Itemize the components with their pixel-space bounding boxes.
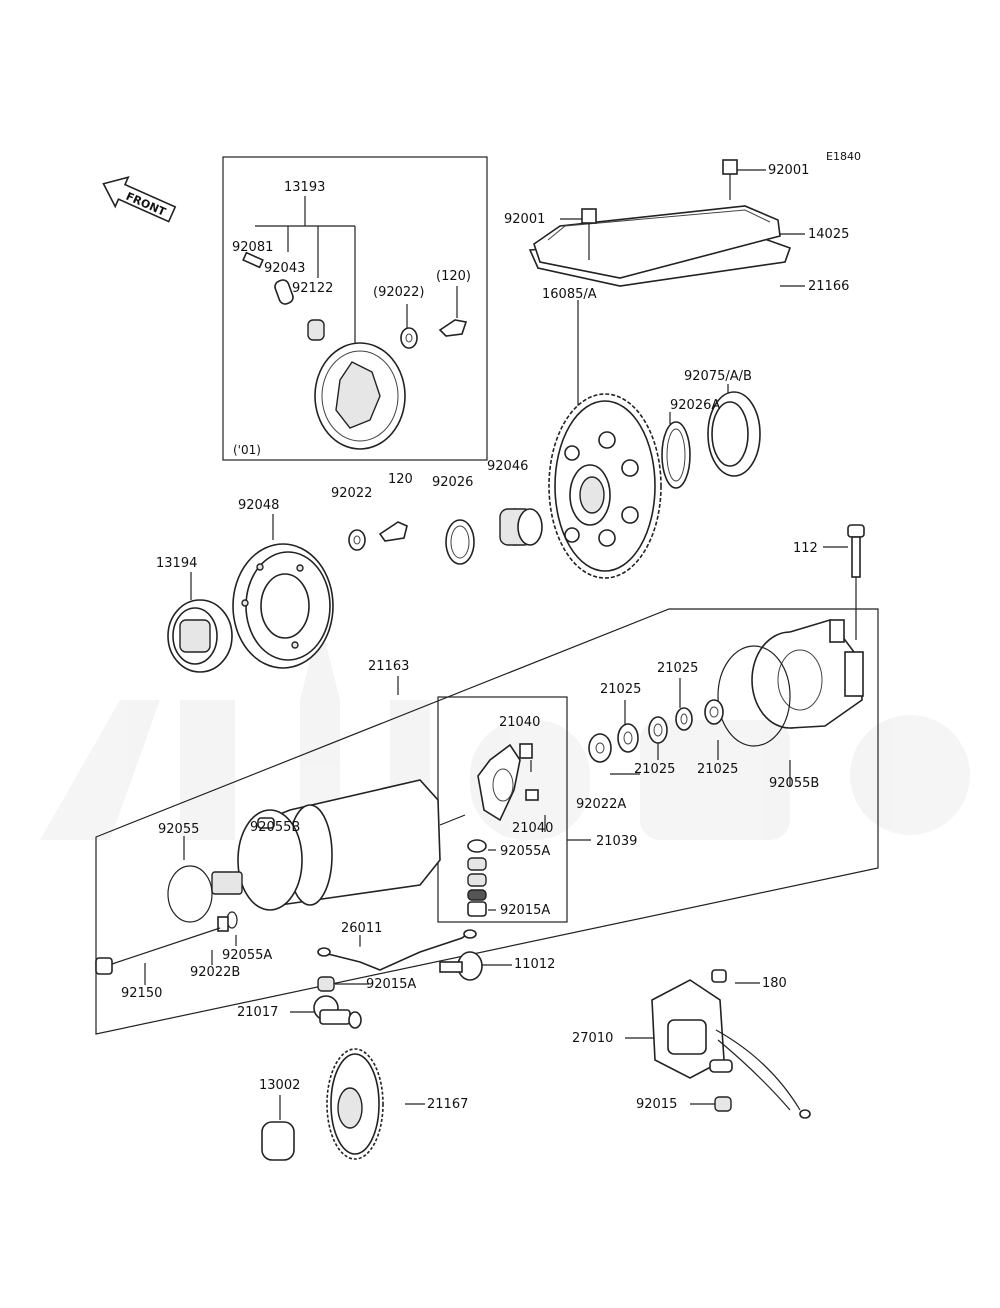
label-21167: 21167 (427, 1097, 468, 1112)
label-112: 112 (793, 541, 818, 556)
washer-92026 (445, 519, 475, 565)
washers-21025 (617, 699, 724, 753)
label-21040-b: 21040 (512, 821, 553, 836)
label-92055A-right: 92055A (500, 844, 550, 859)
label-92022-paren: (92022) (373, 285, 425, 300)
label-14025: 14025 (808, 227, 849, 242)
bolt-92001-top (722, 159, 738, 200)
label-92055A-left: 92055A (222, 948, 272, 963)
label-180: 180 (762, 976, 787, 991)
kit-1301-box (222, 156, 488, 461)
label-21039: 21039 (596, 834, 637, 849)
bolt-92001-left (581, 208, 597, 260)
bolt-120 (378, 521, 408, 542)
o-ring-92055B-right (717, 645, 791, 747)
label-13002: 13002 (259, 1078, 300, 1093)
label-120: 120 (388, 472, 413, 487)
year-label: ('01) (233, 443, 261, 457)
washer-92022B (217, 916, 229, 932)
terminal-stack (467, 839, 487, 917)
label-21025-a: 21025 (600, 682, 641, 697)
leader-lines (144, 169, 848, 1120)
terminal-21017 (313, 995, 362, 1029)
brush-holder-21039 (477, 743, 539, 822)
label-92022A: 92022A (576, 797, 626, 812)
kit-parts: ('01) (233, 251, 468, 457)
bolt-120-kit (438, 319, 468, 337)
washer-92022A (588, 733, 612, 763)
roller (307, 319, 325, 341)
spring (242, 251, 264, 269)
label-26011: 26011 (341, 921, 382, 936)
boxes (95, 156, 879, 1035)
washer-92022-kit (400, 327, 418, 349)
label-92043: 92043 (264, 261, 305, 276)
pin (274, 279, 294, 305)
label-92075: 92075/A/B (684, 369, 752, 384)
label-92022: 92022 (331, 486, 372, 501)
label-92001-top: 92001 (768, 163, 809, 178)
label-92055: 92055 (158, 822, 199, 837)
o-ring-92055 (167, 865, 213, 923)
label-27010: 27010 (572, 1031, 613, 1046)
starter-motor (211, 779, 466, 911)
label-92150: 92150 (121, 986, 162, 1001)
label-120-paren: (120) (436, 269, 471, 284)
end-cover (751, 619, 864, 729)
one-way-clutch-13194 (167, 599, 233, 673)
front-arrow: FRONT (102, 176, 177, 223)
label-92122: 92122 (292, 281, 333, 296)
seal-92075 (707, 391, 761, 477)
label-21025-d: 21025 (697, 762, 738, 777)
label-92015: 92015 (636, 1097, 677, 1112)
label-92026A: 92026A (670, 398, 720, 413)
cover-parts (528, 159, 792, 287)
label-92081: 92081 (232, 240, 273, 255)
label-11012: 11012 (514, 957, 555, 972)
label-13193: 13193 (284, 180, 325, 195)
bolt-112 (847, 524, 865, 640)
label-21163: 21163 (368, 659, 409, 674)
washer-92026A (661, 421, 691, 489)
label-92048: 92048 (238, 498, 279, 513)
nut-92015 (714, 1096, 732, 1112)
nut-92015A-low (317, 976, 335, 992)
label-92026: 92026 (432, 475, 473, 490)
label-13194: 13194 (156, 556, 197, 571)
gear-16085 (548, 393, 662, 579)
gear-21167 (326, 1048, 384, 1160)
label-16085: 16085/A (542, 287, 597, 302)
part-labels: 13193 92081 92043 92122 (92022) (120) 92… (121, 163, 849, 1112)
label-92001-left: 92001 (504, 212, 545, 227)
label-92015A-low: 92015A (366, 977, 416, 992)
label-92022B: 92022B (190, 965, 240, 980)
label-92015A-right: 92015A (500, 903, 550, 918)
bolt-11012 (439, 951, 483, 981)
label-92055B-left: 92055B (250, 820, 300, 835)
label-21017: 21017 (237, 1005, 278, 1020)
long-bolt-92150 (95, 927, 221, 975)
washer-92022 (348, 529, 366, 551)
label-21025-b: 21025 (657, 661, 698, 676)
diagram-code: E1840 (826, 150, 861, 163)
label-92055B-right: 92055B (769, 776, 819, 791)
label-92046: 92046 (487, 459, 528, 474)
collar-13002 (261, 1121, 295, 1161)
clutch-92048 (232, 543, 334, 669)
starter-motor-assy-box (95, 608, 879, 1035)
lead-26011 (317, 929, 477, 971)
starter-relay-27010 (651, 969, 811, 1119)
label-21166: 21166 (808, 279, 849, 294)
bearing-92046 (499, 508, 543, 546)
label-21025-c: 21025 (634, 762, 675, 777)
label-21040-a: 21040 (499, 715, 540, 730)
